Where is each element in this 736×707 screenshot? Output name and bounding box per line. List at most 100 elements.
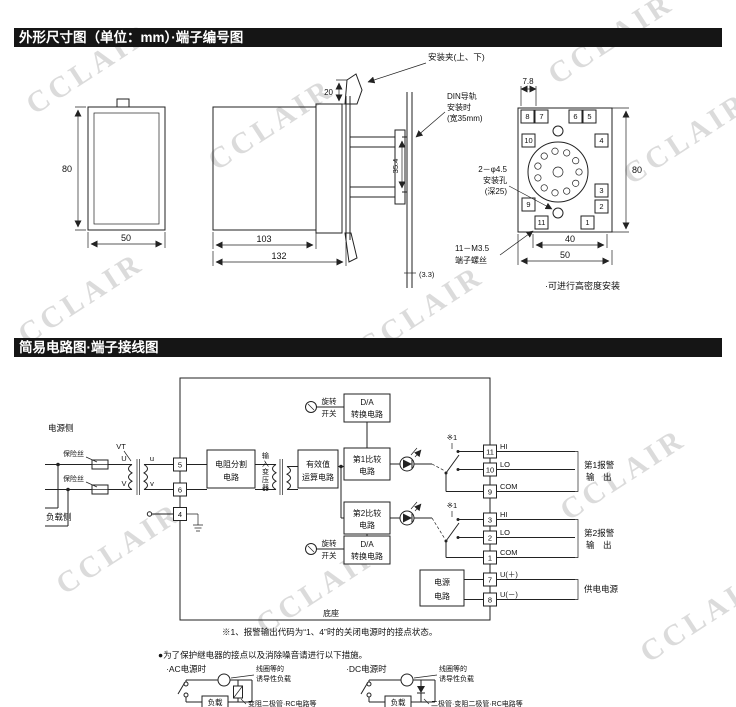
footnote-1: ※1、报警输出代码为“1、4”时的关闭电源时的接点状态。 (222, 627, 437, 637)
din-rail-label-1: DIN导轨 (447, 91, 477, 101)
svg-text:开关: 开关 (322, 408, 337, 418)
terminal-signal-label: COM (500, 548, 518, 557)
svg-text:第1比较: 第1比较 (353, 454, 381, 464)
block-comparator-2: 第2比较 电路 (343, 501, 391, 535)
alarm1-output-label-1: 第1报警 (584, 460, 615, 470)
svg-text:开关: 开关 (322, 550, 337, 560)
dc-title: ·DC电源时 (346, 664, 387, 674)
terminal-square (594, 183, 609, 198)
high-density-note: ·可进行高密度安装 (545, 280, 620, 291)
block-resistor-divider: 电阻分割 电路 (206, 449, 256, 489)
input-transformer-primary (272, 464, 277, 490)
mounting-holes-label-3: (深25) (485, 187, 508, 196)
inductive-load-label-2: 诱导性负载 (439, 674, 474, 683)
terminal-number: 8 (525, 112, 529, 121)
ac-title: ·AC电源时 (166, 664, 207, 674)
terminal-square (580, 215, 595, 230)
dim-rear-height: 80 (632, 165, 642, 175)
dim-rear-width: 50 (560, 250, 570, 260)
supply-wiring (45, 450, 174, 527)
dc-protection-circuit (360, 673, 438, 707)
block-comparator-1: 第1比较 电路 (343, 447, 391, 481)
right-terminals: 11 10 9 3 2 1 7 8 (483, 444, 497, 607)
terminal-number: 10 (486, 465, 494, 474)
dim-gap: (3.3) (419, 270, 435, 279)
terminal-signal-label: LO (500, 528, 510, 537)
svg-text:旋转: 旋转 (322, 396, 337, 406)
terminal-number: 8 (488, 595, 492, 604)
ac-protection-label: 变阻二极管·RC电路等 (248, 699, 316, 707)
terminal-number: 1 (488, 553, 492, 562)
terminal-screws-label-1: 11－M3.5 (455, 244, 490, 253)
power-side-label: 电源侧 (48, 423, 74, 433)
svg-text:D/A: D/A (360, 540, 374, 549)
block-power-circuit: 电源 电路 (419, 569, 484, 607)
fuse-symbol (91, 484, 109, 495)
inductive-load-label-1: 线圈等的 (256, 664, 284, 673)
rotary-switch-1: 旋转 开关 (305, 396, 337, 418)
svg-text:D/A: D/A (360, 398, 374, 407)
svg-text:电路: 电路 (359, 520, 375, 530)
svg-text:电源: 电源 (434, 577, 450, 587)
led-indicator-2 (399, 502, 421, 526)
mounting-hole-top (552, 125, 564, 137)
svg-text:有效值: 有效值 (306, 459, 330, 469)
fuse-symbol (91, 459, 109, 470)
footnote-2: ●为了保护继电器的接点以及消除噪音请进行以下措施。 (158, 650, 367, 660)
svg-text:运算电路: 运算电路 (302, 472, 334, 482)
mounting-holes-label-2: 安装孔 (483, 175, 507, 185)
terminal-number: 2 (488, 533, 492, 542)
terminal-square (594, 199, 609, 214)
dim-body-depth: 103 (256, 234, 271, 244)
terminal-number: 3 (488, 515, 492, 524)
terminal-square (520, 109, 535, 124)
rear-terminals: 8 7 6 5 10 4 9 3 2 11 1 (520, 109, 609, 230)
vt-secondary-winding (143, 464, 148, 490)
fuse-label: 保险丝 (63, 449, 84, 458)
base-label: 底座 (323, 608, 339, 618)
terminal-signal-label: U(－) (500, 590, 518, 599)
terminal-signal-label: COM (500, 482, 518, 491)
input-transformer-label: 输入变压器 (262, 451, 270, 492)
mounting-hole-bottom (552, 207, 564, 219)
dim-rail-height: 35.4 (391, 159, 400, 174)
terminal-square (568, 109, 583, 124)
load-side-label: 负载侧 (46, 512, 72, 522)
terminal-number: 5 (587, 112, 591, 121)
terminal4-wiring (146, 511, 203, 532)
terminal-signal-label: LO (500, 460, 510, 469)
note-ref-2: ※1 (447, 501, 457, 510)
terminal-signal-label: HI (500, 442, 508, 451)
vt-terminal-u: u (150, 454, 154, 463)
din-rail-label-3: (宽35mm) (447, 113, 483, 123)
inductive-load-label-2: 诱导性负载 (256, 674, 291, 683)
unit-outline (179, 377, 491, 621)
terminal-number: 4 (599, 136, 603, 145)
terminal-square (521, 197, 536, 212)
rear-view (517, 107, 613, 233)
terminal-number: 4 (178, 510, 182, 519)
vt-label: VT (116, 442, 126, 451)
supply-power-label: 供电电源 (584, 584, 619, 594)
alarm2-output-label-2: 输 出 (586, 540, 612, 550)
svg-text:第2比较: 第2比较 (353, 508, 381, 518)
mounting-clip-label: 安装夹(上、下) (428, 52, 485, 62)
side-view-dimensions (212, 62, 446, 274)
vt-terminal-U: U (121, 454, 126, 463)
right-output-wires (496, 451, 579, 600)
terminal-number: 2 (599, 202, 603, 211)
block-da-converter-1: D/A 转换电路 (343, 393, 391, 423)
terminal-number: 5 (178, 460, 182, 469)
relay-contact-2 (444, 511, 484, 558)
dim-rear-inner-width: 40 (565, 234, 575, 244)
relay-contact-1 (444, 443, 484, 492)
terminal-number: 6 (178, 485, 182, 494)
front-view-dimensions (74, 106, 166, 248)
terminal-number: 6 (573, 112, 577, 121)
dim-front-width: 50 (121, 233, 131, 243)
svg-text:电路: 电路 (359, 466, 375, 476)
alarm1-output-label-2: 输 出 (586, 472, 612, 482)
side-view (212, 73, 413, 288)
left-terminals: 5 6 4 (173, 457, 187, 521)
